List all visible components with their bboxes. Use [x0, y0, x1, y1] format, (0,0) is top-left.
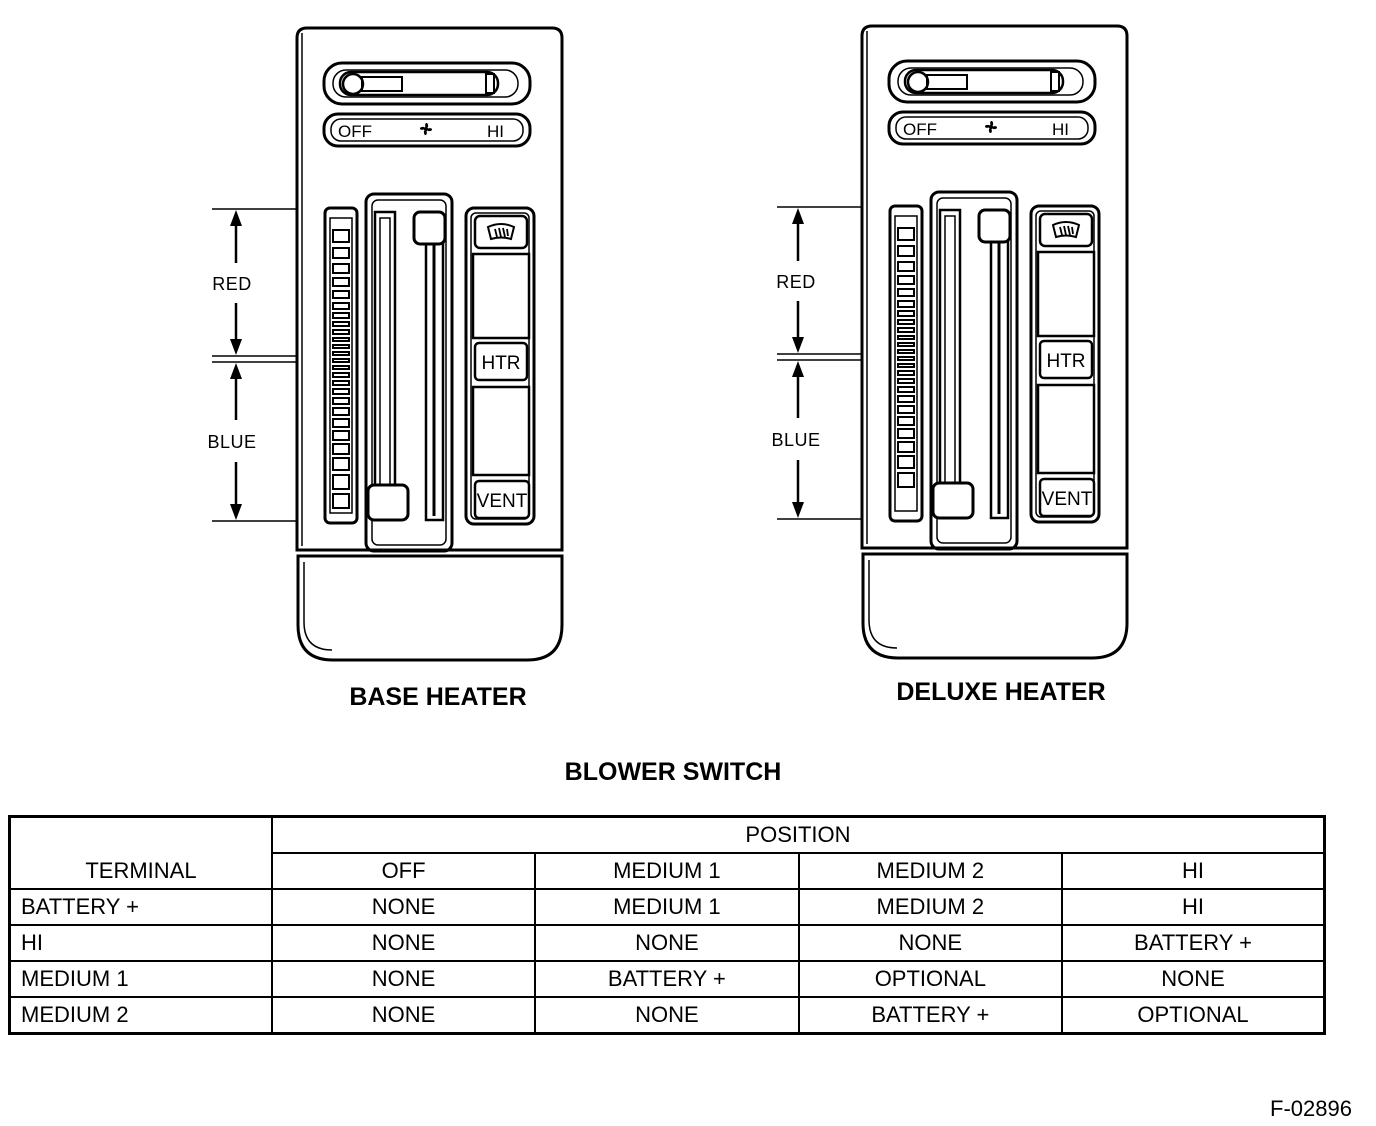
terminal-cell: BATTERY + — [8, 888, 273, 926]
windshield-defrost-icon — [487, 223, 515, 240]
table-cell: OPTIONAL — [797, 960, 1064, 998]
mode-button-blank-lower[interactable] — [471, 385, 531, 477]
blue-zone-label: BLUE — [207, 432, 256, 452]
position-col-header: MEDIUM 2 — [797, 852, 1064, 890]
table-row: BATTERY + NONE MEDIUM 1 MEDIUM 2 HI — [8, 888, 1326, 926]
temperature-scale — [323, 206, 359, 525]
table-cell: MEDIUM 1 — [534, 888, 800, 926]
fan-icon — [419, 122, 433, 136]
figure-id: F-02896 — [1270, 1096, 1352, 1121]
heater-panels-diagram: OFF HI — [207, 24, 1129, 711]
blower-switch-title: BLOWER SWITCH — [564, 758, 782, 786]
table-cell: MEDIUM 2 — [797, 888, 1064, 926]
htr-button[interactable]: HTR — [1038, 339, 1094, 380]
blue-zone-label: BLUE — [771, 430, 820, 450]
table-cell: NONE — [270, 960, 537, 998]
defrost-button[interactable] — [1038, 212, 1094, 248]
position-col-header: HI — [1061, 852, 1326, 890]
table-cell: NONE — [270, 888, 537, 926]
air-mix-slider[interactable] — [364, 192, 454, 553]
table-cell: NONE — [534, 924, 800, 962]
table-cell: HI — [1061, 888, 1326, 926]
fan-hi-label: HI — [1052, 120, 1069, 139]
position-col-header: OFF — [270, 852, 537, 890]
temperature-lever[interactable] — [322, 61, 532, 106]
table-cell: NONE — [797, 924, 1064, 962]
vent-label: VENT — [477, 491, 528, 512]
table-cell: NONE — [270, 924, 537, 962]
position-header: POSITION — [270, 815, 1326, 854]
vent-button[interactable]: VENT — [1038, 477, 1096, 518]
windshield-defrost-icon — [1052, 221, 1080, 238]
terminal-cell: HI — [8, 924, 273, 962]
position-header-row: OFF MEDIUM 1 MEDIUM 2 HI — [10, 852, 1326, 890]
table-cell: NONE — [270, 996, 537, 1035]
fan-icon — [984, 120, 998, 134]
deluxe-heater-title: DELUXE HEATER — [896, 678, 1105, 706]
base-heater-panel: OFF HI — [207, 26, 564, 711]
table-row: MEDIUM 2 NONE NONE BATTERY + OPTIONAL — [8, 996, 1326, 1035]
air-mix-slider[interactable] — [929, 190, 1019, 551]
table-cell: NONE — [534, 996, 800, 1035]
mode-button-blank-upper[interactable] — [1036, 250, 1096, 338]
fan-off-label: OFF — [903, 120, 937, 139]
terminal-cell: MEDIUM 2 — [8, 996, 273, 1035]
mode-buttons: HTR VENT — [464, 206, 536, 526]
fan-hi-label: HI — [487, 122, 504, 141]
fan-speed-control[interactable]: OFF HI — [322, 112, 532, 148]
terminal-cell: MEDIUM 1 — [8, 960, 273, 998]
table-cell: BATTERY + — [797, 996, 1064, 1035]
table-cell: BATTERY + — [534, 960, 800, 998]
htr-label: HTR — [1046, 351, 1085, 372]
mode-button-blank-lower[interactable] — [1036, 383, 1096, 475]
red-zone-label: RED — [212, 274, 252, 294]
base-heater-title: BASE HEATER — [349, 683, 526, 711]
vent-button[interactable]: VENT — [473, 479, 531, 520]
fan-speed-control[interactable]: OFF HI — [887, 110, 1097, 146]
red-blue-dimension — [212, 208, 297, 522]
defrost-button[interactable] — [473, 214, 529, 250]
htr-label: HTR — [481, 353, 520, 374]
deluxe-heater-panel: OFF HI — [771, 24, 1129, 706]
table-row: MEDIUM 1 NONE BATTERY + OPTIONAL NONE — [8, 960, 1326, 998]
table-cell: NONE — [1061, 960, 1326, 998]
temperature-scale — [888, 204, 924, 523]
table-row: HI NONE NONE NONE BATTERY + — [8, 924, 1326, 962]
position-col-header: MEDIUM 1 — [534, 852, 800, 890]
red-blue-dimension — [777, 206, 862, 520]
fan-off-label: OFF — [338, 122, 372, 141]
mode-button-blank-upper[interactable] — [471, 252, 531, 340]
htr-button[interactable]: HTR — [473, 341, 529, 382]
temperature-lever[interactable] — [887, 59, 1097, 104]
terminal-header: TERMINAL — [8, 815, 273, 890]
mode-buttons: HTR VENT — [1029, 204, 1101, 524]
table-cell: OPTIONAL — [1061, 996, 1326, 1035]
red-zone-label: RED — [776, 272, 816, 292]
blower-switch-table: TERMINAL POSITION OFF MEDIUM 1 MEDIUM 2 … — [8, 815, 1326, 1035]
table-cell: BATTERY + — [1061, 924, 1326, 962]
vent-label: VENT — [1042, 489, 1093, 510]
